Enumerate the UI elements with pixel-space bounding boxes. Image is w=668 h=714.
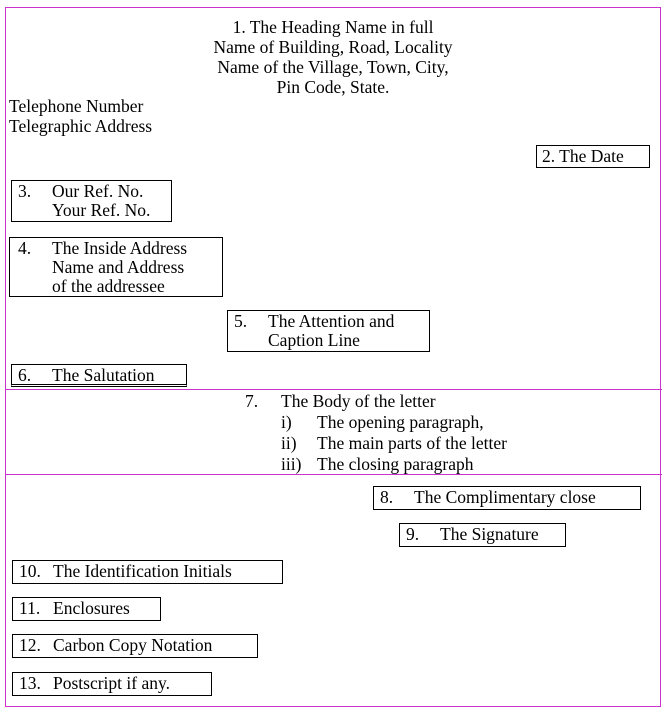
identification-number: 10. [19, 561, 41, 581]
identification-box: 10. The Identification Initials [12, 560, 283, 584]
heading-line: Name of Building, Road, Locality [213, 37, 453, 57]
inside-address-line: Name and Address [52, 257, 185, 277]
your-ref: Your Ref. No. [52, 200, 151, 220]
attention-line: Caption Line [268, 330, 360, 350]
identification-label: The Identification Initials [53, 561, 232, 581]
date-label: 2. The Date [542, 146, 624, 166]
enclosures-label: Enclosures [53, 598, 130, 618]
attention-line: The Attention and [268, 311, 395, 331]
inside-address-title: The Inside Address [52, 238, 188, 258]
list-marker: ii) [281, 433, 297, 453]
letter-frame [5, 7, 661, 707]
inside-address-number: 4. [18, 238, 32, 258]
contact-block: Telephone Number Telegraphic Address [9, 96, 152, 136]
heading-line: 1. The Heading Name in full [232, 17, 434, 37]
inside-address-box: 4. The Inside Address Name and Address of… [9, 237, 223, 297]
inside-address-line: of the addressee [52, 276, 165, 296]
postscript-number: 13. [19, 673, 41, 693]
reference-number: 3. [18, 181, 32, 201]
enclosures-box: 11. Enclosures [12, 597, 161, 621]
list-item-text: The closing paragraph [317, 454, 474, 474]
telephone-label: Telephone Number [9, 96, 144, 116]
telegraphic-label: Telegraphic Address [9, 116, 153, 136]
enclosures-number: 11. [19, 598, 41, 618]
postscript-box: 13. Postscript if any. [12, 672, 212, 696]
heading-line: Pin Code, State. [276, 77, 390, 97]
section-divider-top [6, 389, 662, 390]
list-marker: i) [281, 412, 292, 432]
attention-number: 5. [234, 311, 248, 331]
signature-box: 9. The Signature [399, 523, 566, 547]
salutation-label: The Salutation [52, 365, 155, 385]
section-divider-bottom [6, 474, 662, 475]
signature-label: The Signature [440, 524, 539, 544]
complimentary-close-label: The Complimentary close [414, 487, 596, 507]
our-ref: Our Ref. No. [52, 181, 144, 201]
list-marker: iii) [281, 454, 302, 474]
list-item: i) The opening paragraph, [245, 412, 507, 433]
heading-line: Name of the Village, Town, City, [217, 57, 449, 77]
complimentary-close-box: 8. The Complimentary close [373, 486, 641, 510]
list-item: iii) The closing paragraph [245, 454, 507, 475]
heading-block: 1. The Heading Name in full Name of Buil… [133, 17, 533, 97]
reference-box: 3. Our Ref. No. Your Ref. No. [11, 180, 172, 222]
carbon-copy-label: Carbon Copy Notation [53, 635, 213, 655]
list-item-text: The main parts of the letter [317, 433, 507, 453]
complimentary-close-number: 8. [380, 487, 394, 507]
body-number: 7. [245, 391, 259, 411]
signature-number: 9. [406, 524, 420, 544]
salutation-number: 6. [18, 365, 32, 385]
carbon-copy-number: 12. [19, 635, 41, 655]
body-block: 7. The Body of the letter i) The opening p… [245, 391, 507, 475]
salutation-box: 6. The Salutation [11, 364, 187, 387]
postscript-label: Postscript if any. [53, 673, 170, 693]
attention-box: 5. The Attention and Caption Line [227, 310, 430, 352]
carbon-copy-box: 12. Carbon Copy Notation [12, 634, 258, 658]
list-item-text: The opening paragraph, [317, 412, 484, 432]
list-item: ii) The main parts of the letter [245, 433, 507, 454]
date-box: 2. The Date [536, 145, 650, 168]
body-title: The Body of the letter [281, 391, 436, 411]
